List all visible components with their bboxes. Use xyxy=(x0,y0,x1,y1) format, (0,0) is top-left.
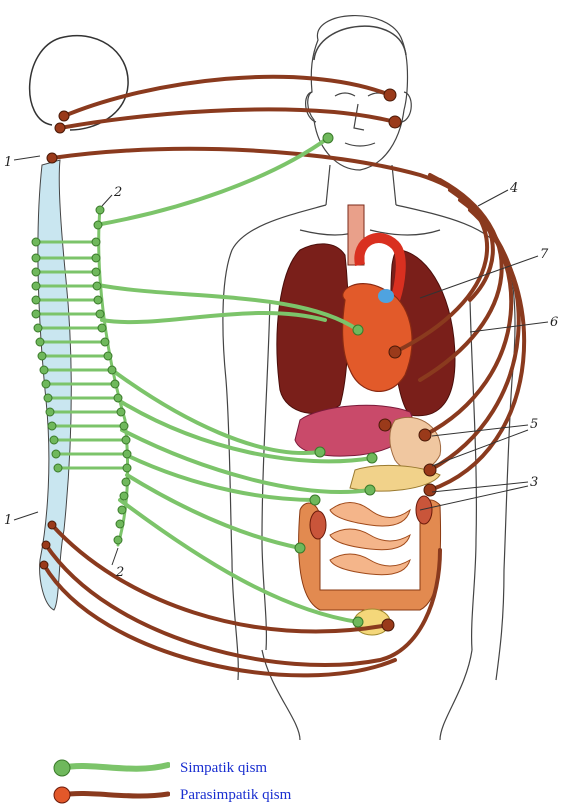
lung-left xyxy=(277,244,348,414)
legend-parasympathetic: Parasimpatik qism xyxy=(50,782,291,808)
sympathetic-swatch-icon xyxy=(50,755,170,781)
label-4: 4 xyxy=(509,181,518,196)
label-1-bottom: 1 xyxy=(4,513,12,528)
brain-outline xyxy=(30,36,128,130)
legend-sympathetic-label: Simpatik qism xyxy=(180,760,267,777)
label-3: 3 xyxy=(530,475,538,490)
label-7: 7 xyxy=(540,247,549,262)
heart-blue xyxy=(378,289,394,303)
legend-parasympathetic-label: Parasimpatik qism xyxy=(180,787,291,804)
kidney-right xyxy=(416,496,432,524)
organs xyxy=(277,205,455,635)
legend-sympathetic: Simpatik qism xyxy=(50,755,267,781)
label-1-top: 1 xyxy=(4,155,12,170)
parasympathetic-swatch-icon xyxy=(50,782,170,808)
label-5: 5 xyxy=(530,417,538,432)
small-intestine xyxy=(330,503,410,575)
label-2-bottom: 2 xyxy=(115,565,124,580)
label-6: 6 xyxy=(550,315,558,330)
stomach xyxy=(390,417,441,470)
kidney-left xyxy=(310,511,326,539)
label-2-top: 2 xyxy=(113,185,122,200)
